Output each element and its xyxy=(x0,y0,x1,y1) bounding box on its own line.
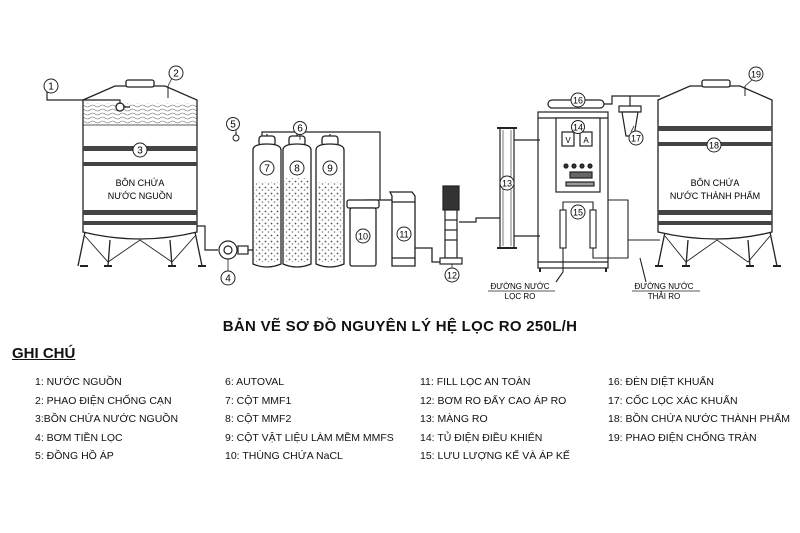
ro-system-diagram: BÔN CHỨA NƯỚC NGUỒN xyxy=(43,65,781,301)
pressure-gauge xyxy=(232,134,240,142)
callout-18: 18 xyxy=(706,137,722,153)
callout-15-label: 15 xyxy=(573,208,583,218)
source-tank-label-2: NƯỚC NGUỒN xyxy=(108,190,172,201)
legend-item: 13: MÀNG RO xyxy=(420,413,488,425)
legend-item: 15: LƯU LƯỢNG KẾ VÀ ÁP KẾ xyxy=(420,450,570,462)
callout-1: 1 xyxy=(43,78,59,94)
legend-item: 8: CỘT MMF2 xyxy=(225,413,292,425)
mmf1-column xyxy=(252,135,282,268)
legend-item: 3:BỒN CHỨA NƯỚC NGUỒN xyxy=(35,413,179,425)
callout-5: 5 xyxy=(226,117,240,131)
callout-6: 6 xyxy=(293,121,307,135)
legend-item: 2: PHAO ĐIỆN CHỐNG CẠN xyxy=(35,394,172,407)
legend-item: 5: ĐỒNG HỒ ÁP xyxy=(35,450,114,462)
safety-filter xyxy=(380,191,442,267)
flow-meters xyxy=(559,201,597,249)
callout-5-label: 5 xyxy=(230,120,236,131)
uv-lamp xyxy=(547,95,631,109)
source-tank-label-1: BÔN CHỨA xyxy=(116,178,165,188)
legend-item: 14: TỦ ĐIỆN ĐIỀU KHIỂN xyxy=(420,431,543,444)
callout-9-label: 9 xyxy=(327,164,333,175)
callout-4: 4 xyxy=(220,270,236,286)
callout-3: 3 xyxy=(132,142,148,158)
callout-6-label: 6 xyxy=(297,124,303,135)
callout-13-label: 13 xyxy=(502,179,512,189)
ro-water-label-1: ĐƯỜNG NƯỚC xyxy=(491,282,550,291)
legend-item: 1: NƯỚC NGUỒN xyxy=(35,376,122,388)
callout-9: 9 xyxy=(322,160,338,176)
callout-1-label: 1 xyxy=(48,82,54,93)
mmf2-column xyxy=(282,135,312,268)
legend-item: 12: BƠM RO ĐẨY CAO ÁP RO xyxy=(420,394,567,407)
legend-column-3: 11: FILL LỌC AN TOÀN 12: BƠM RO ĐẨY CAO … xyxy=(420,373,570,466)
callout-13: 13 xyxy=(499,175,515,191)
legend-item: 7: CỘT MMF1 xyxy=(225,394,292,407)
callout-12-label: 12 xyxy=(447,271,457,281)
callout-18-label: 18 xyxy=(709,141,719,151)
callout-17: 17 xyxy=(628,130,644,146)
product-tank xyxy=(655,79,781,267)
callout-8-label: 8 xyxy=(294,164,300,175)
callout-10-label: 10 xyxy=(358,232,368,242)
callout-4-label: 4 xyxy=(225,274,231,285)
callout-12: 12 xyxy=(444,267,460,283)
callout-19-label: 19 xyxy=(751,70,761,80)
legend-item: 6: AUTOVAL xyxy=(225,376,285,388)
legend-column-2: 6: AUTOVAL 7: CỘT MMF1 8: CỘT MMF2 9: CỘ… xyxy=(225,373,394,466)
source-tank xyxy=(77,79,206,267)
legend-item: 17: CỐC LỌC XÁC KHUẨN xyxy=(608,394,738,407)
callout-11-label: 11 xyxy=(399,230,408,240)
product-tank-label-2: NƯỚC THÀNH PHẨM xyxy=(670,190,760,201)
callout-8: 8 xyxy=(289,160,305,176)
waste-water-label-1: ĐƯỜNG NƯỚC xyxy=(635,282,694,291)
callout-17-label: 17 xyxy=(631,134,641,144)
legend-item: 11: FILL LỌC AN TOÀN xyxy=(420,376,531,388)
callout-10: 10 xyxy=(355,228,371,244)
callout-3-label: 3 xyxy=(137,146,143,157)
legend-item: 10: THÙNG CHỨA NaCL xyxy=(225,450,343,462)
bacteria-filter xyxy=(618,95,660,137)
callout-14-label: 14 xyxy=(573,123,583,133)
callout-7: 7 xyxy=(259,160,275,176)
callout-7-label: 7 xyxy=(264,164,270,175)
callouts: 1 2 3 4 5 6 7 8 9 10 11 12 13 14 15 16 1… xyxy=(43,65,764,286)
voltmeter-label: V xyxy=(565,136,571,145)
legend-item: 9: CỘT VẬT LIỆU LÀM MỀM MMFS xyxy=(225,431,394,444)
control-cabinet xyxy=(555,117,601,193)
legend-item: 18: BỒN CHỨA NƯỚC THÀNH PHẨM xyxy=(608,413,790,425)
legend-item: 19: PHAO ĐIỆN CHỐNG TRÀN xyxy=(608,431,757,444)
callout-16: 16 xyxy=(570,92,586,108)
callout-15: 15 xyxy=(570,204,586,220)
callout-2-label: 2 xyxy=(173,69,179,80)
callout-11: 11 xyxy=(396,226,412,242)
legend-column-4: 16: ĐÈN DIỆT KHUẨN 17: CỐC LỌC XÁC KHUẨN… xyxy=(608,373,790,447)
legend-item: 4: BƠM TIỀN LỌC xyxy=(35,431,123,444)
ammeter-label: A xyxy=(583,136,589,145)
softener-column xyxy=(315,135,345,268)
legend-item: 16: ĐÈN DIỆT KHUẨN xyxy=(608,376,714,388)
high-pressure-pump xyxy=(439,185,500,265)
callout-19: 19 xyxy=(748,66,764,82)
legend-heading: GHI CHÚ xyxy=(12,345,76,362)
waste-water-label-2: THẢI RO xyxy=(648,292,680,301)
diagram-title: BẢN VẼ SƠ ĐỒ NGUYÊN LÝ HỆ LỌC RO 250L/H xyxy=(222,318,578,335)
legend-column-1: 1: NƯỚC NGUỒN 2: PHAO ĐIỆN CHỐNG CẠN 3:B… xyxy=(35,373,178,466)
product-tank-label-1: BÔN CHỨA xyxy=(691,178,740,188)
callout-2: 2 xyxy=(168,65,184,81)
callout-14: 14 xyxy=(571,120,585,134)
callout-16-label: 16 xyxy=(573,96,583,106)
ro-water-label-2: LỌC RO xyxy=(505,292,536,301)
